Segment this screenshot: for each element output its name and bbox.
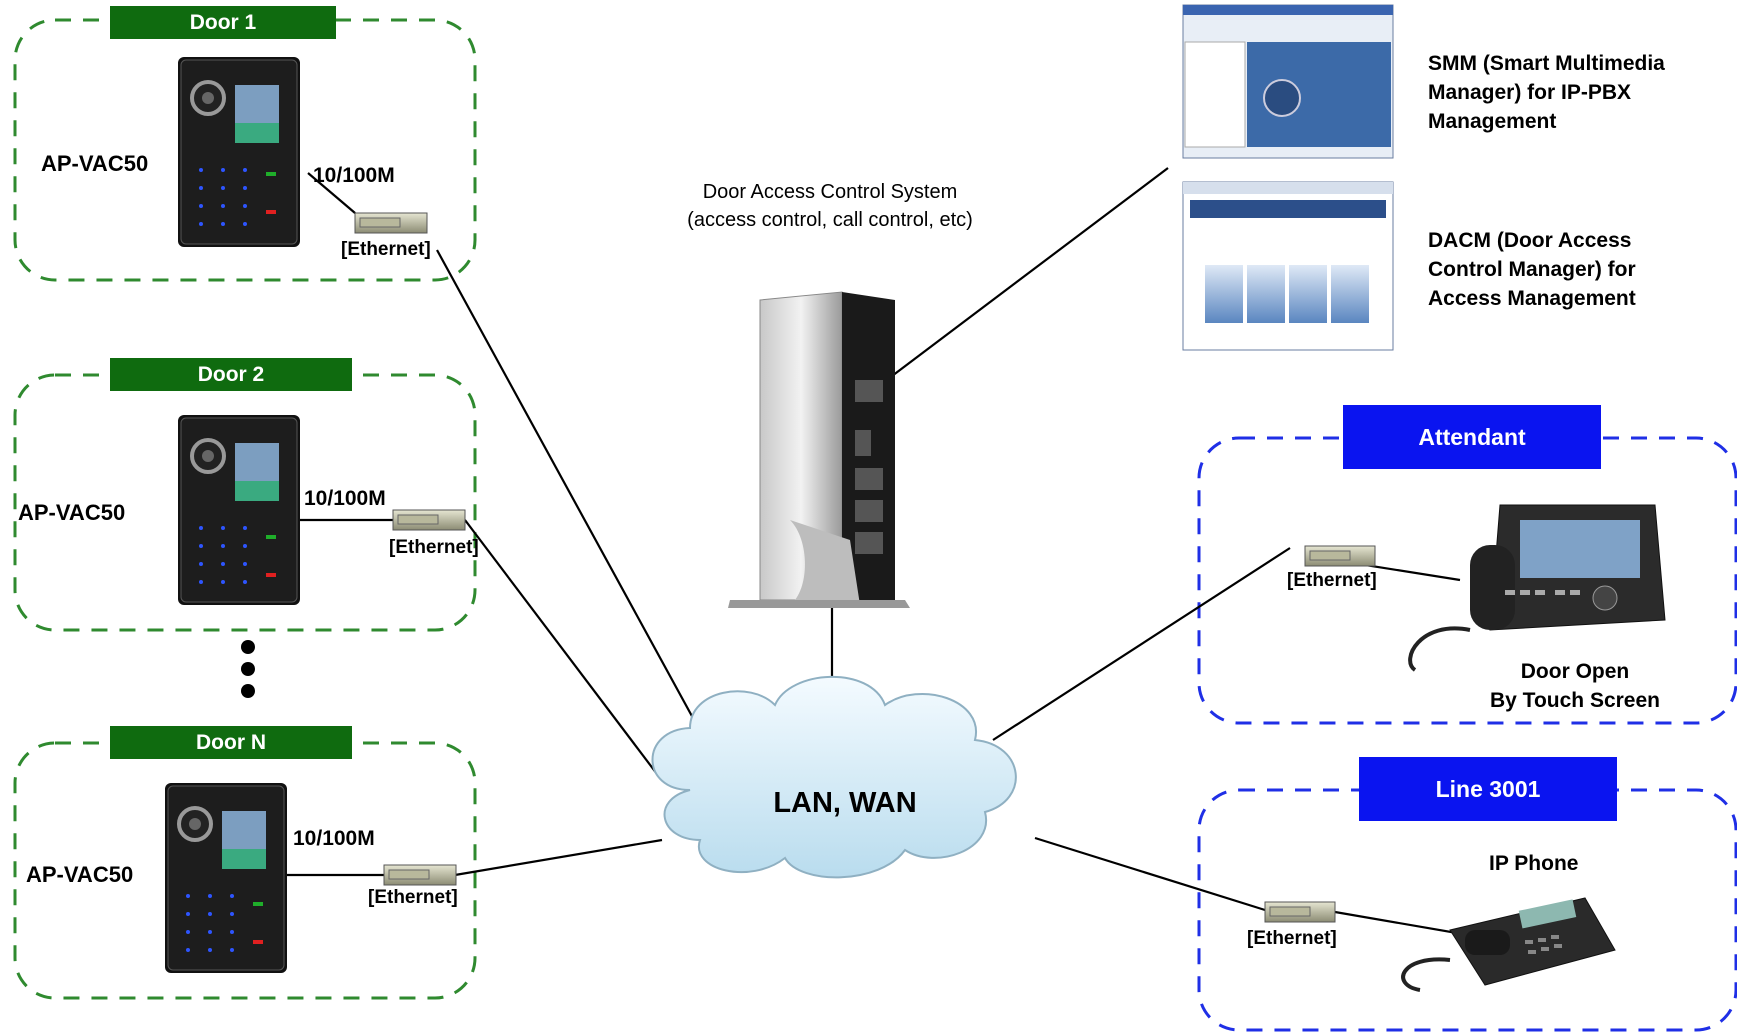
door-2-ethernet-label: [Ethernet] bbox=[389, 537, 479, 558]
door-1-speed-label: 10/100M bbox=[313, 164, 395, 187]
line3001-ethernet-label: [Ethernet] bbox=[1247, 928, 1337, 949]
door-1-device-name: AP-VAC50 bbox=[41, 151, 149, 176]
ethernet-box-door-1 bbox=[354, 212, 428, 234]
door-2-zone bbox=[13, 373, 477, 632]
attendant-caption-line1: Door Open bbox=[1520, 660, 1630, 683]
attendant-ethernet-label: [Ethernet] bbox=[1287, 570, 1377, 591]
dacm-caption-line2: Control Manager) for bbox=[1428, 258, 1636, 281]
server-caption: Door Access Control System (access contr… bbox=[640, 178, 1020, 234]
cloud-label: LAN, WAN bbox=[773, 787, 917, 819]
ip-phone-label: IP Phone bbox=[1489, 852, 1579, 875]
ip-phone bbox=[1401, 897, 1616, 992]
door-2-panel bbox=[178, 415, 300, 605]
smm-caption: SMM (Smart Multimedia Manager) for IP-PB… bbox=[1428, 49, 1665, 136]
door-n-ethernet-label: [Ethernet] bbox=[368, 887, 458, 908]
door-n-panel bbox=[165, 783, 287, 973]
dacm-caption: DACM (Door Access Control Manager) for A… bbox=[1428, 226, 1636, 313]
door-1-label: Door 1 bbox=[110, 6, 336, 39]
attendant-caption-line2: By Touch Screen bbox=[1490, 689, 1660, 712]
ethernet-box-door-2 bbox=[392, 509, 466, 531]
door-2-device-name: AP-VAC50 bbox=[18, 500, 126, 525]
ethernet-box-attendant bbox=[1304, 545, 1376, 567]
dacm-screenshot bbox=[1182, 181, 1394, 351]
door-n-speed-label: 10/100M bbox=[293, 827, 375, 850]
door-1-ethernet-label: [Ethernet] bbox=[341, 239, 431, 260]
door-n-label: Door N bbox=[110, 726, 352, 759]
more-doors-dots bbox=[241, 640, 255, 698]
attendant-caption: Door Open By Touch Screen bbox=[1460, 657, 1690, 715]
door-1-zone bbox=[13, 18, 477, 282]
smm-caption-line2: Manager) for IP-PBX bbox=[1428, 81, 1632, 104]
server-caption-line1: Door Access Control System bbox=[702, 181, 958, 203]
door-n-zone bbox=[13, 741, 477, 1000]
door-2-speed-label: 10/100M bbox=[304, 487, 386, 510]
dacm-caption-line1: DACM (Door Access bbox=[1428, 229, 1632, 252]
ethernet-box-line3001 bbox=[1264, 901, 1336, 923]
server-device bbox=[728, 291, 910, 608]
server-caption-line2: (access control, call control, etc) bbox=[687, 209, 973, 231]
lan-wan-cloud bbox=[651, 675, 1017, 879]
door-n-device-name: AP-VAC50 bbox=[26, 862, 134, 887]
smm-screenshot bbox=[1182, 4, 1394, 159]
smm-caption-line3: Management bbox=[1428, 110, 1557, 133]
door-2-label: Door 2 bbox=[110, 358, 352, 391]
attendant-label: Attendant bbox=[1343, 405, 1601, 469]
ethernet-box-door-n bbox=[383, 864, 457, 886]
smm-caption-line1: SMM (Smart Multimedia bbox=[1428, 52, 1665, 75]
line3001-label: Line 3001 bbox=[1359, 757, 1617, 821]
attendant-video-phone bbox=[1408, 504, 1666, 672]
dacm-caption-line3: Access Management bbox=[1428, 287, 1636, 310]
door-1-panel bbox=[178, 57, 300, 247]
